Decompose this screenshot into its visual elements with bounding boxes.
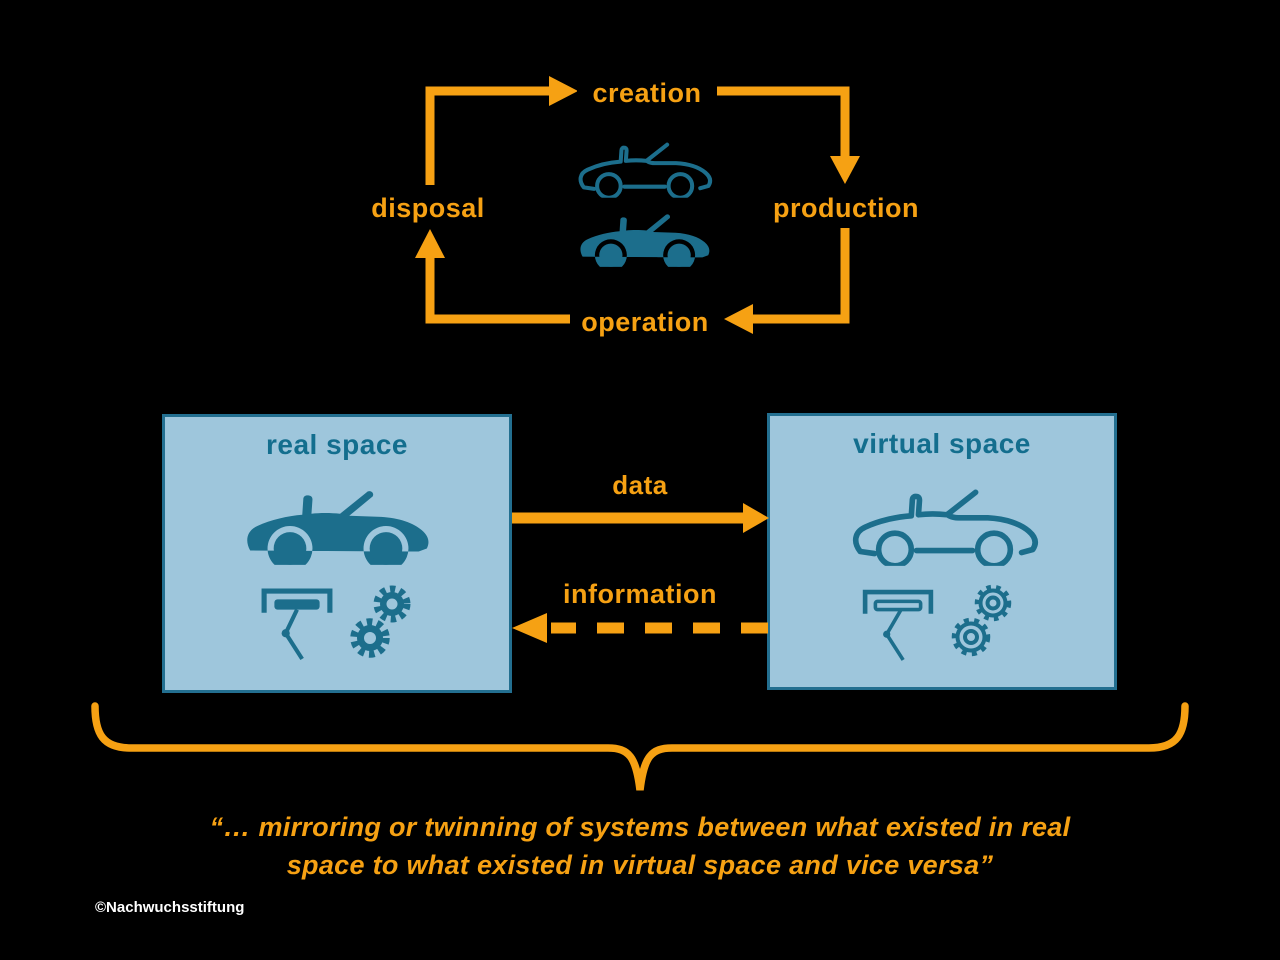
virtual-space-box: virtual space	[767, 413, 1117, 690]
virtual-robot-arm-icon	[862, 588, 934, 662]
lifecycle-label-disposal: disposal	[355, 192, 501, 224]
data-label: data	[612, 470, 668, 500]
filled-car-icon	[576, 210, 714, 267]
cycle-segment-left-top	[425, 86, 549, 185]
lifecycle-cycle-arrows	[415, 76, 860, 334]
arrowhead-to-creation	[549, 76, 578, 106]
virtual-car-icon	[848, 486, 1042, 566]
outlined-car-icon	[575, 140, 715, 198]
information-label: information	[563, 579, 717, 609]
lifecycle-label-creation: creation	[577, 77, 717, 109]
cycle-segment-top-right	[709, 86, 850, 156]
real-robot-arm-icon	[261, 587, 333, 661]
arrowhead-to-operation	[724, 304, 753, 334]
real-gears-icon	[347, 583, 415, 663]
quote-line-1: “… mirroring or twinning of systems betw…	[209, 812, 1071, 842]
real-car-icon	[241, 485, 435, 565]
information-arrowhead	[512, 613, 547, 643]
virtual-gears-icon	[948, 582, 1016, 662]
cycle-segment-bottom-left	[425, 258, 573, 324]
data-arrowhead	[743, 503, 769, 533]
cycle-segment-right-bottom	[753, 228, 850, 324]
real-space-box: real space	[162, 414, 512, 693]
real-space-title: real space	[266, 429, 408, 460]
quote-text: “… mirroring or twinning of systems betw…	[0, 808, 1280, 884]
virtual-space-title: virtual space	[853, 428, 1031, 459]
copyright-credit: ©Nachwuchsstiftung	[95, 899, 245, 916]
lifecycle-label-production: production	[760, 192, 932, 224]
exchange-arrows	[512, 503, 769, 643]
arrowhead-to-disposal	[415, 229, 445, 258]
curly-brace	[91, 702, 1189, 791]
arrowhead-to-production	[830, 156, 860, 184]
lifecycle-label-operation: operation	[570, 306, 720, 338]
quote-line-2: space to what existed in virtual space a…	[286, 850, 994, 880]
